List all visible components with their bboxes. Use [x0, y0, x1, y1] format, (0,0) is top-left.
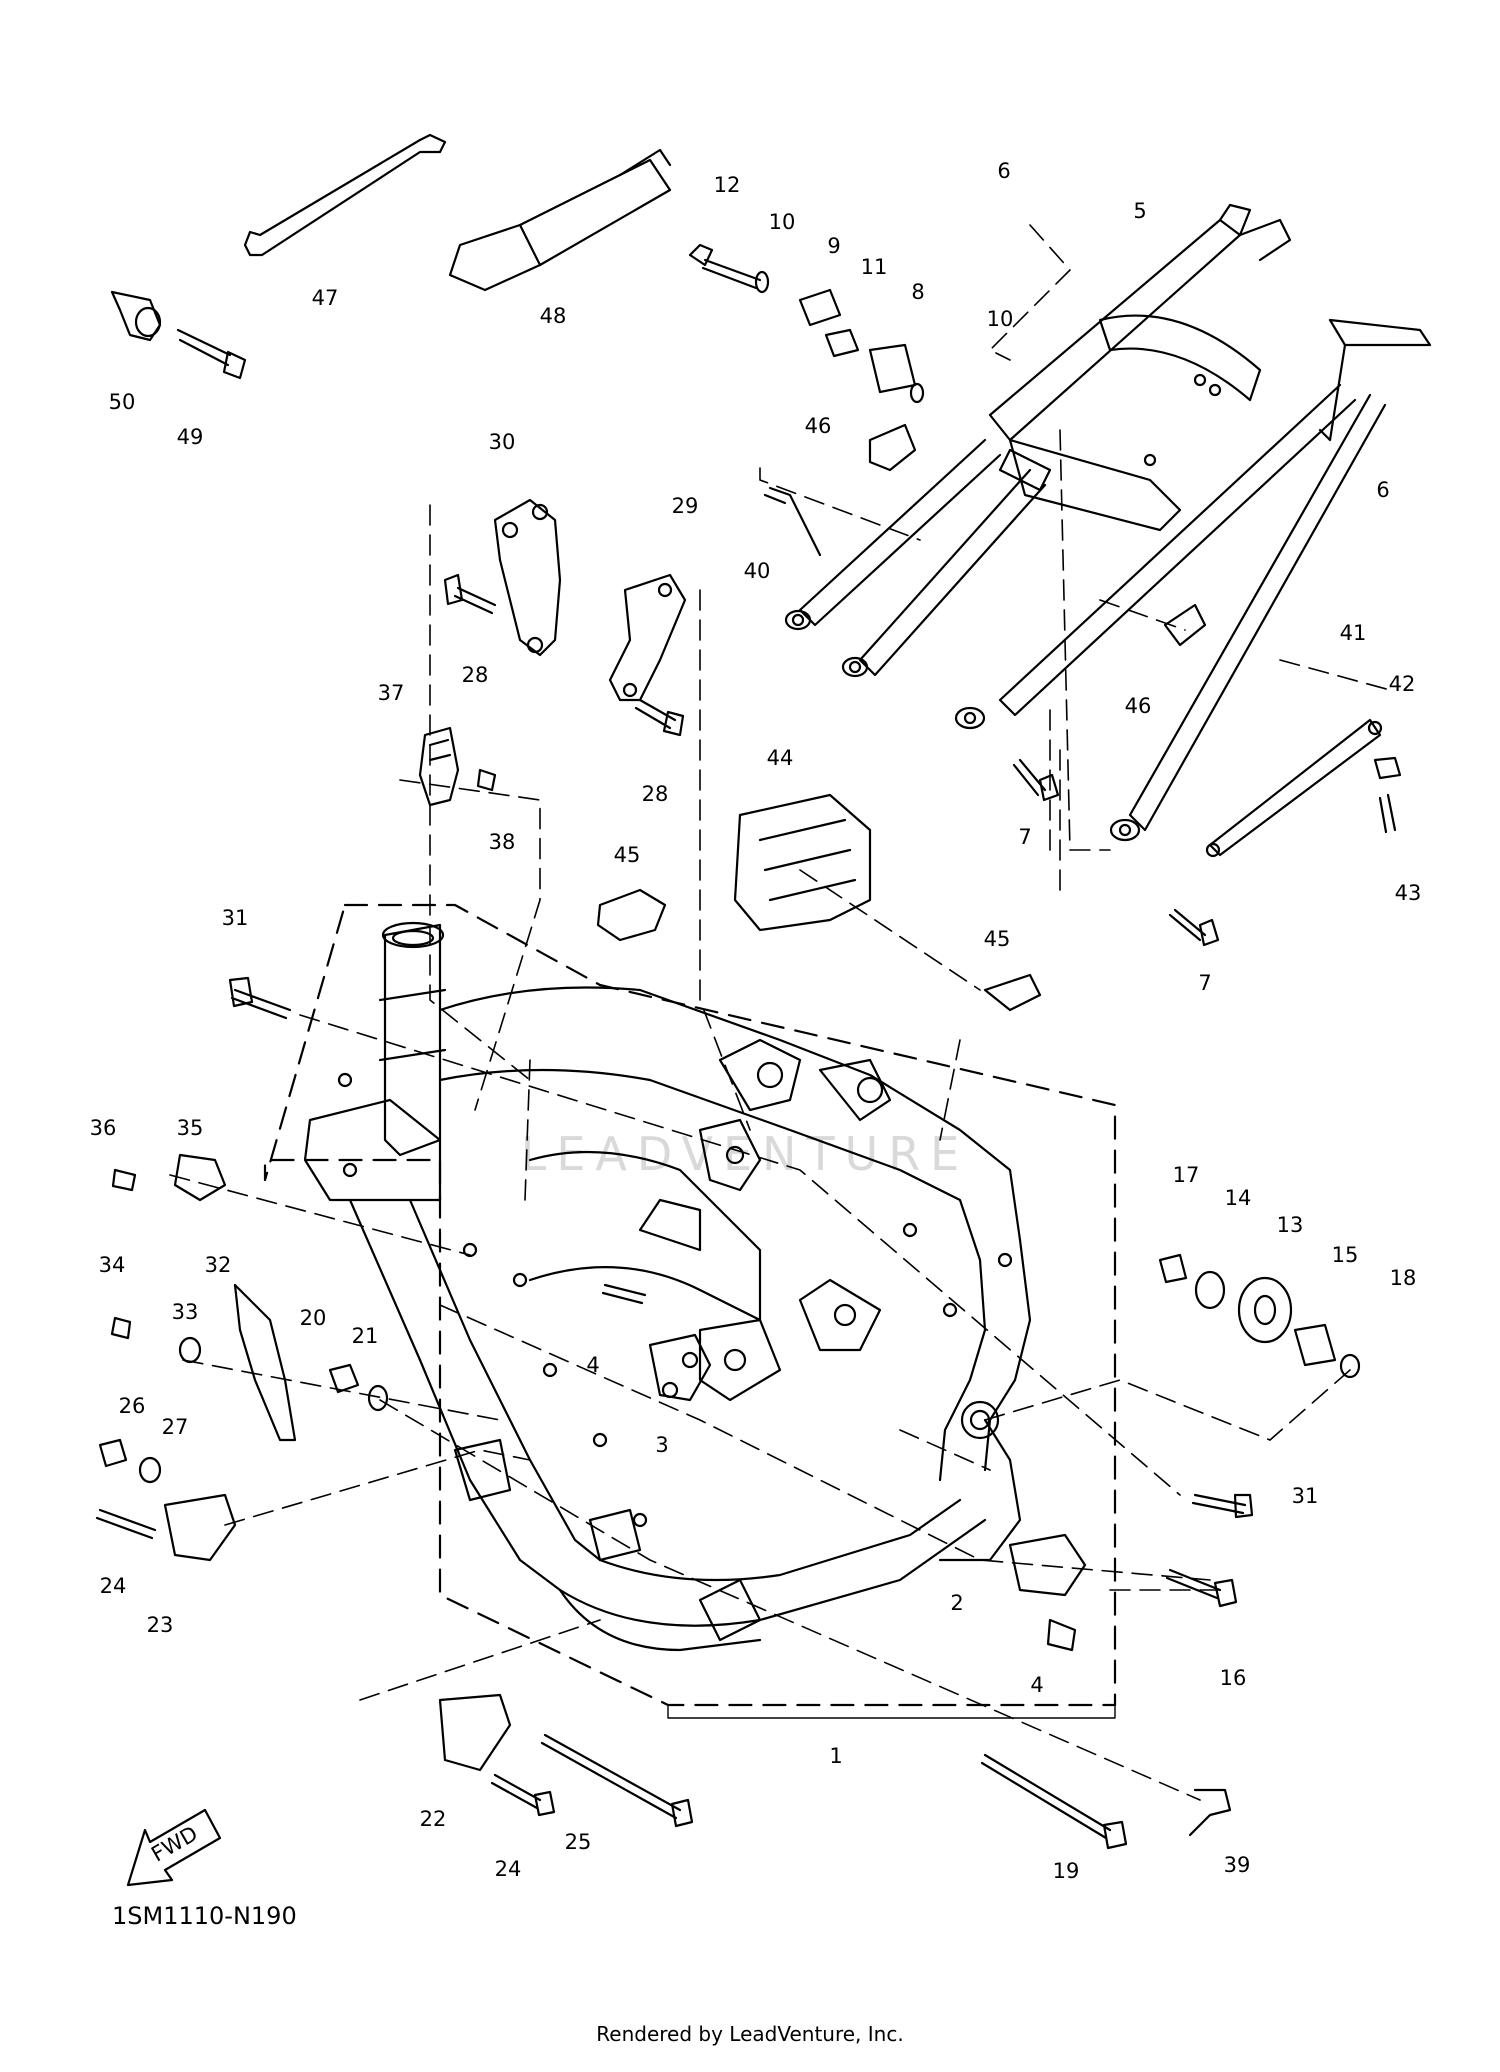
part-label: 6 [1376, 478, 1389, 502]
part-label: 4 [586, 1353, 599, 1377]
part-label: 42 [1389, 672, 1416, 696]
part-label: 50 [109, 390, 136, 414]
leader-lines [169, 224, 1391, 1801]
part-label: 20 [300, 1306, 327, 1330]
part-label: 2 [950, 1591, 963, 1615]
part-label: 3 [655, 1433, 668, 1457]
part-label: 10 [769, 210, 796, 234]
part-label: 34 [99, 1253, 126, 1277]
clamp-37 [418, 726, 460, 807]
guard-44 [733, 793, 872, 932]
clip-46-lower [1163, 603, 1207, 647]
render-credit: Rendered by LeadVenture, Inc. [596, 2022, 904, 2046]
part-label: 32 [205, 1253, 232, 1277]
part-label: 31 [222, 906, 249, 930]
bolt-50 [110, 290, 162, 342]
part-label: 31 [1292, 1484, 1319, 1508]
part-label: 45 [984, 927, 1011, 951]
part-label: 36 [90, 1116, 117, 1140]
part-label: 28 [642, 782, 669, 806]
strap-41 [1208, 718, 1382, 857]
rear-subframe [784, 203, 1432, 842]
clip-45-upper [596, 888, 667, 942]
item-1-bracket [667, 1704, 1116, 1719]
bolt-49 [176, 328, 247, 380]
part-label: 15 [1332, 1243, 1359, 1267]
part-label: 16 [1220, 1666, 1247, 1690]
part-label: 10 [987, 307, 1014, 331]
bracket-30 [493, 498, 562, 657]
part-label: 7 [1198, 971, 1211, 995]
part-label: 27 [162, 1415, 189, 1439]
part-label: 5 [1133, 199, 1146, 223]
engine-mount-22 [438, 1693, 512, 1772]
main-frame [303, 921, 1032, 1652]
part-label: 39 [1224, 1853, 1251, 1877]
nut-42 [1373, 756, 1402, 780]
part-label: 14 [1225, 1186, 1252, 1210]
part-label: 8 [911, 280, 924, 304]
part-label: 45 [614, 843, 641, 867]
part-label: 28 [462, 663, 489, 687]
bolt-43 [1378, 793, 1397, 834]
part-label: 33 [172, 1300, 199, 1324]
part-label: 47 [312, 286, 339, 310]
frame-group-boundary [263, 903, 1117, 1707]
clip-45-lower [983, 973, 1042, 1012]
reference-code: 1SM1110-N190 [112, 1902, 297, 1930]
watermark-text: LEADVENTURE [521, 1127, 970, 1181]
part-label: 13 [1277, 1213, 1304, 1237]
part-label: 6 [997, 159, 1010, 183]
part-label: 40 [744, 559, 771, 583]
part-label: 26 [119, 1394, 146, 1418]
part-label: 35 [177, 1116, 204, 1140]
part-label: 43 [1395, 881, 1422, 905]
clip-35 [173, 1153, 227, 1202]
part-label: 48 [540, 304, 567, 328]
pivot-hardware-stack [688, 243, 925, 404]
part-label: 37 [378, 681, 405, 705]
part-label: 25 [565, 1830, 592, 1854]
part-label: 46 [1125, 694, 1152, 718]
part-label: 12 [714, 173, 741, 197]
part-label: 49 [177, 425, 204, 449]
part-label: 44 [767, 746, 794, 770]
part-label: 1 [829, 1744, 842, 1768]
part-label: 30 [489, 430, 516, 454]
socket-tool [448, 148, 672, 292]
fwd-arrow-icon [126, 1808, 222, 1887]
part-label: 19 [1053, 1859, 1080, 1883]
clip-46-upper [868, 423, 917, 472]
part-label: 38 [489, 830, 516, 854]
part-label: 23 [147, 1613, 174, 1637]
engine-mount-23 [163, 1493, 237, 1562]
part-label: 41 [1340, 621, 1367, 645]
cable-tie-40 [763, 486, 822, 557]
part-label: 21 [352, 1324, 379, 1348]
guard-32 [233, 1283, 297, 1442]
bracket-29 [608, 573, 687, 702]
part-label: 7 [1018, 825, 1031, 849]
wrench-tool [243, 133, 447, 257]
part-label: 24 [100, 1574, 127, 1598]
part-label: 46 [805, 414, 832, 438]
part-label: 29 [672, 494, 699, 518]
part-label: 9 [827, 234, 840, 258]
part-label: 17 [1173, 1163, 1200, 1187]
part-label: 4 [1030, 1673, 1043, 1697]
part-label: 11 [861, 255, 888, 279]
part-label: 18 [1390, 1266, 1417, 1290]
engine-mount-2 [1008, 1533, 1087, 1597]
part-label: 24 [495, 1857, 522, 1881]
part-label: 22 [420, 1807, 447, 1831]
